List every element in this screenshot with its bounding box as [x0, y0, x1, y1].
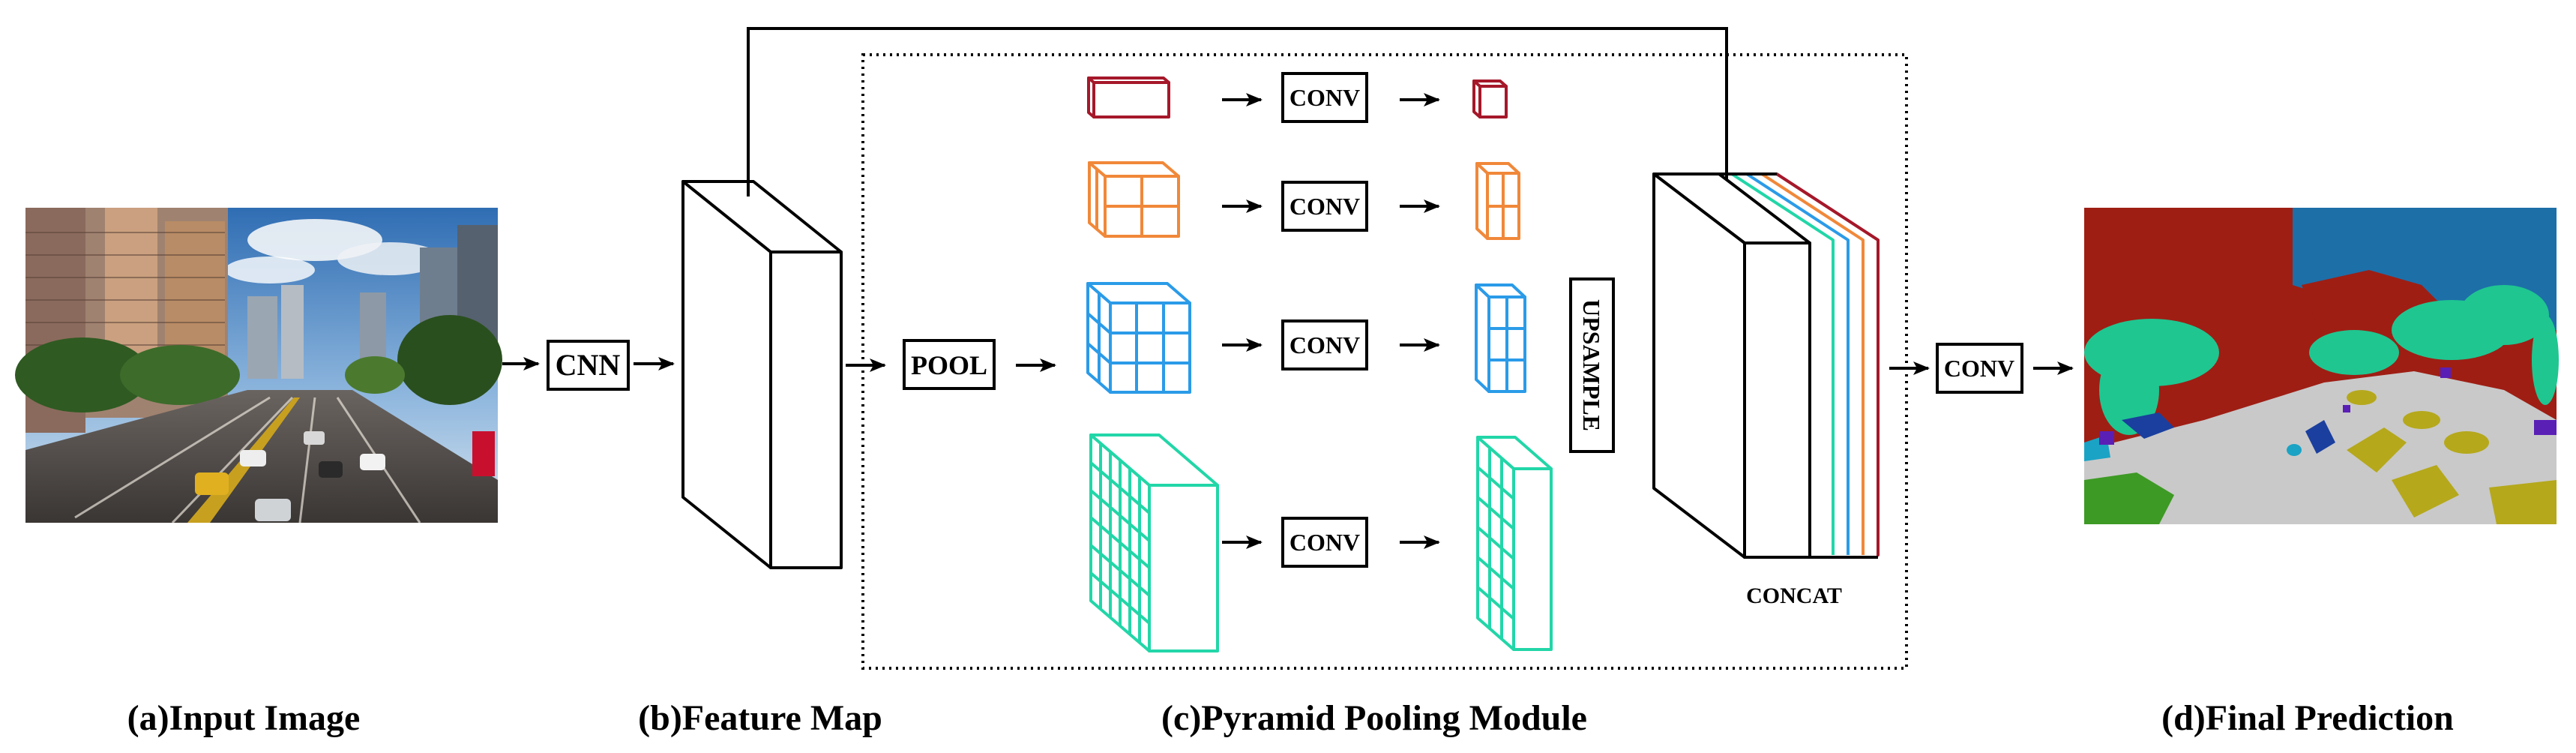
input-image: [15, 208, 502, 524]
caption-feature-map: (b)Feature Map: [638, 698, 882, 738]
feature-map-cuboid: [681, 180, 843, 569]
conv-block: [1281, 72, 1368, 123]
pyramid-level-1: CONV: [1087, 72, 1508, 123]
pyramid-cube-icon: [1089, 434, 1219, 652]
skip-connection-arrow: [747, 27, 1733, 208]
conv-label: CONV: [1289, 193, 1360, 220]
pyramid-cube-icon: [1087, 76, 1170, 118]
ppm-dotted-frame: [861, 53, 1908, 670]
pyramid-cube-icon: [1086, 282, 1191, 394]
caption-final-prediction: (d)Final Prediction: [2161, 698, 2454, 738]
pyramid-cube-icon: [1475, 284, 1526, 393]
final-conv-label: CONV: [1944, 355, 2014, 382]
caption-input-image: (a)Input Image: [127, 698, 361, 738]
conv-block: [1281, 320, 1368, 370]
pyramid-level-4: CONV: [1089, 434, 1553, 652]
pyramid-cube-icon: [1088, 161, 1180, 238]
pyramid-level-2: CONV: [1088, 161, 1520, 240]
pool-block: POOL: [903, 339, 996, 390]
concat-label: CONCAT: [1746, 584, 1842, 608]
pyramid-cube-icon: [1472, 80, 1508, 118]
pool-label: POOL: [911, 350, 987, 380]
cnn-label: CNN: [556, 348, 621, 382]
pyramid-cube-icon: [1476, 436, 1553, 651]
cnn-block: CNN: [547, 340, 630, 391]
conv-block: [1281, 517, 1368, 568]
conv-block: [1281, 181, 1368, 232]
upsample-block: UPSAMPLE: [1569, 278, 1615, 453]
segmentation-output: [2084, 208, 2559, 524]
upsample-label: UPSAMPLE: [1578, 299, 1605, 431]
conv-label: CONV: [1289, 529, 1360, 556]
caption-pyramid-pooling-module: (c)Pyramid Pooling Module: [1161, 698, 1587, 738]
pyramid-level-3: CONV: [1086, 282, 1526, 394]
conv-label: CONV: [1289, 84, 1360, 111]
conv-label: CONV: [1289, 332, 1360, 358]
concat-stack-icon: [1652, 172, 1880, 559]
final-conv-block: CONV: [1936, 343, 2023, 394]
pyramid-cube-icon: [1475, 162, 1520, 240]
